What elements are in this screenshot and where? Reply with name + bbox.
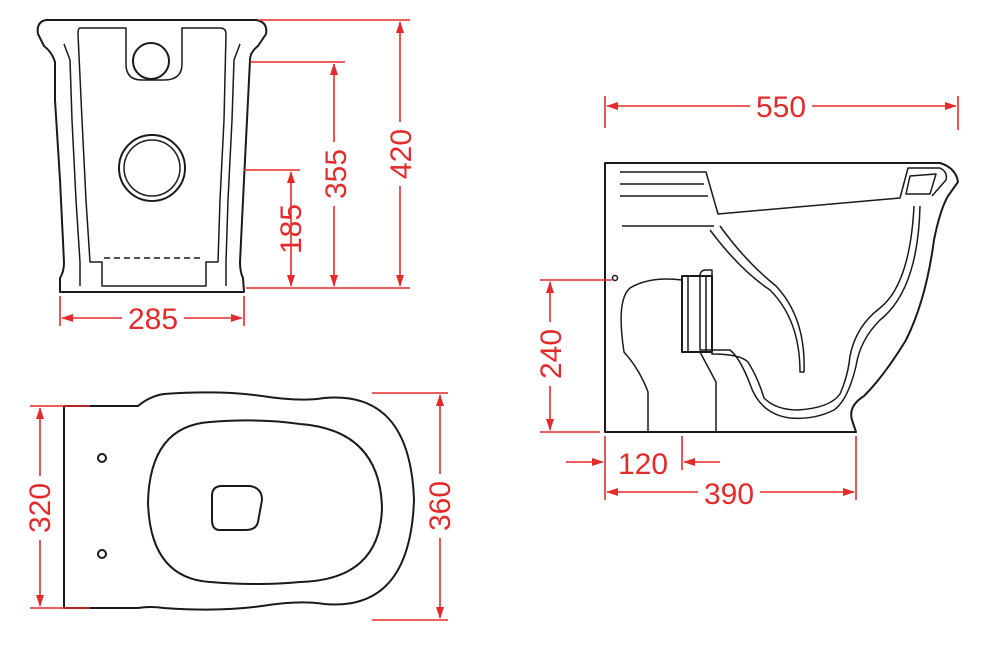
side-view-rim bbox=[620, 167, 948, 215]
side-view-outline bbox=[604, 162, 959, 433]
side-view-rim-flush bbox=[905, 173, 937, 195]
top-view-outline bbox=[63, 391, 415, 611]
side-view-foot bbox=[620, 278, 717, 432]
side-fixing-hole bbox=[611, 274, 619, 282]
dim-label-550: 550 bbox=[756, 91, 806, 124]
side-view-bowl-wall bbox=[709, 225, 805, 373]
front-view-inner bbox=[77, 27, 227, 287]
dim-label-320: 320 bbox=[24, 483, 57, 533]
dim-label-420: 420 bbox=[385, 129, 418, 179]
top-dimensions: 320 360 bbox=[24, 392, 457, 621]
dim-label-285: 285 bbox=[128, 303, 178, 336]
dim-label-240: 240 bbox=[535, 329, 568, 379]
front-outlet-hole-outer bbox=[118, 134, 186, 202]
front-inlet-hole bbox=[132, 42, 170, 80]
side-view-outlet-pipe bbox=[681, 275, 713, 353]
dim-label-355: 355 bbox=[320, 149, 353, 199]
top-view bbox=[63, 391, 415, 611]
dim-label-120: 120 bbox=[618, 448, 668, 481]
front-view-left-rib bbox=[63, 43, 81, 286]
side-view bbox=[604, 162, 959, 433]
top-fixing-hole-upper bbox=[97, 453, 107, 463]
side-view-rim-inner bbox=[620, 183, 714, 227]
top-view-outlet bbox=[211, 485, 263, 531]
front-outlet-hole-inner bbox=[123, 139, 181, 197]
front-dimensions: 285 185 355 420 bbox=[59, 19, 418, 336]
top-view-bowl bbox=[147, 419, 383, 585]
dim-label-185: 185 bbox=[275, 204, 308, 254]
front-view bbox=[36, 19, 268, 293]
side-dimensions: 550 240 120 390 bbox=[535, 88, 959, 511]
front-view-outline bbox=[36, 19, 268, 293]
front-view-right-rib bbox=[225, 43, 241, 286]
side-view-trap bbox=[699, 205, 921, 420]
dim-label-390: 390 bbox=[704, 478, 754, 511]
top-fixing-hole-lower bbox=[97, 549, 107, 559]
dim-label-360: 360 bbox=[424, 481, 457, 531]
